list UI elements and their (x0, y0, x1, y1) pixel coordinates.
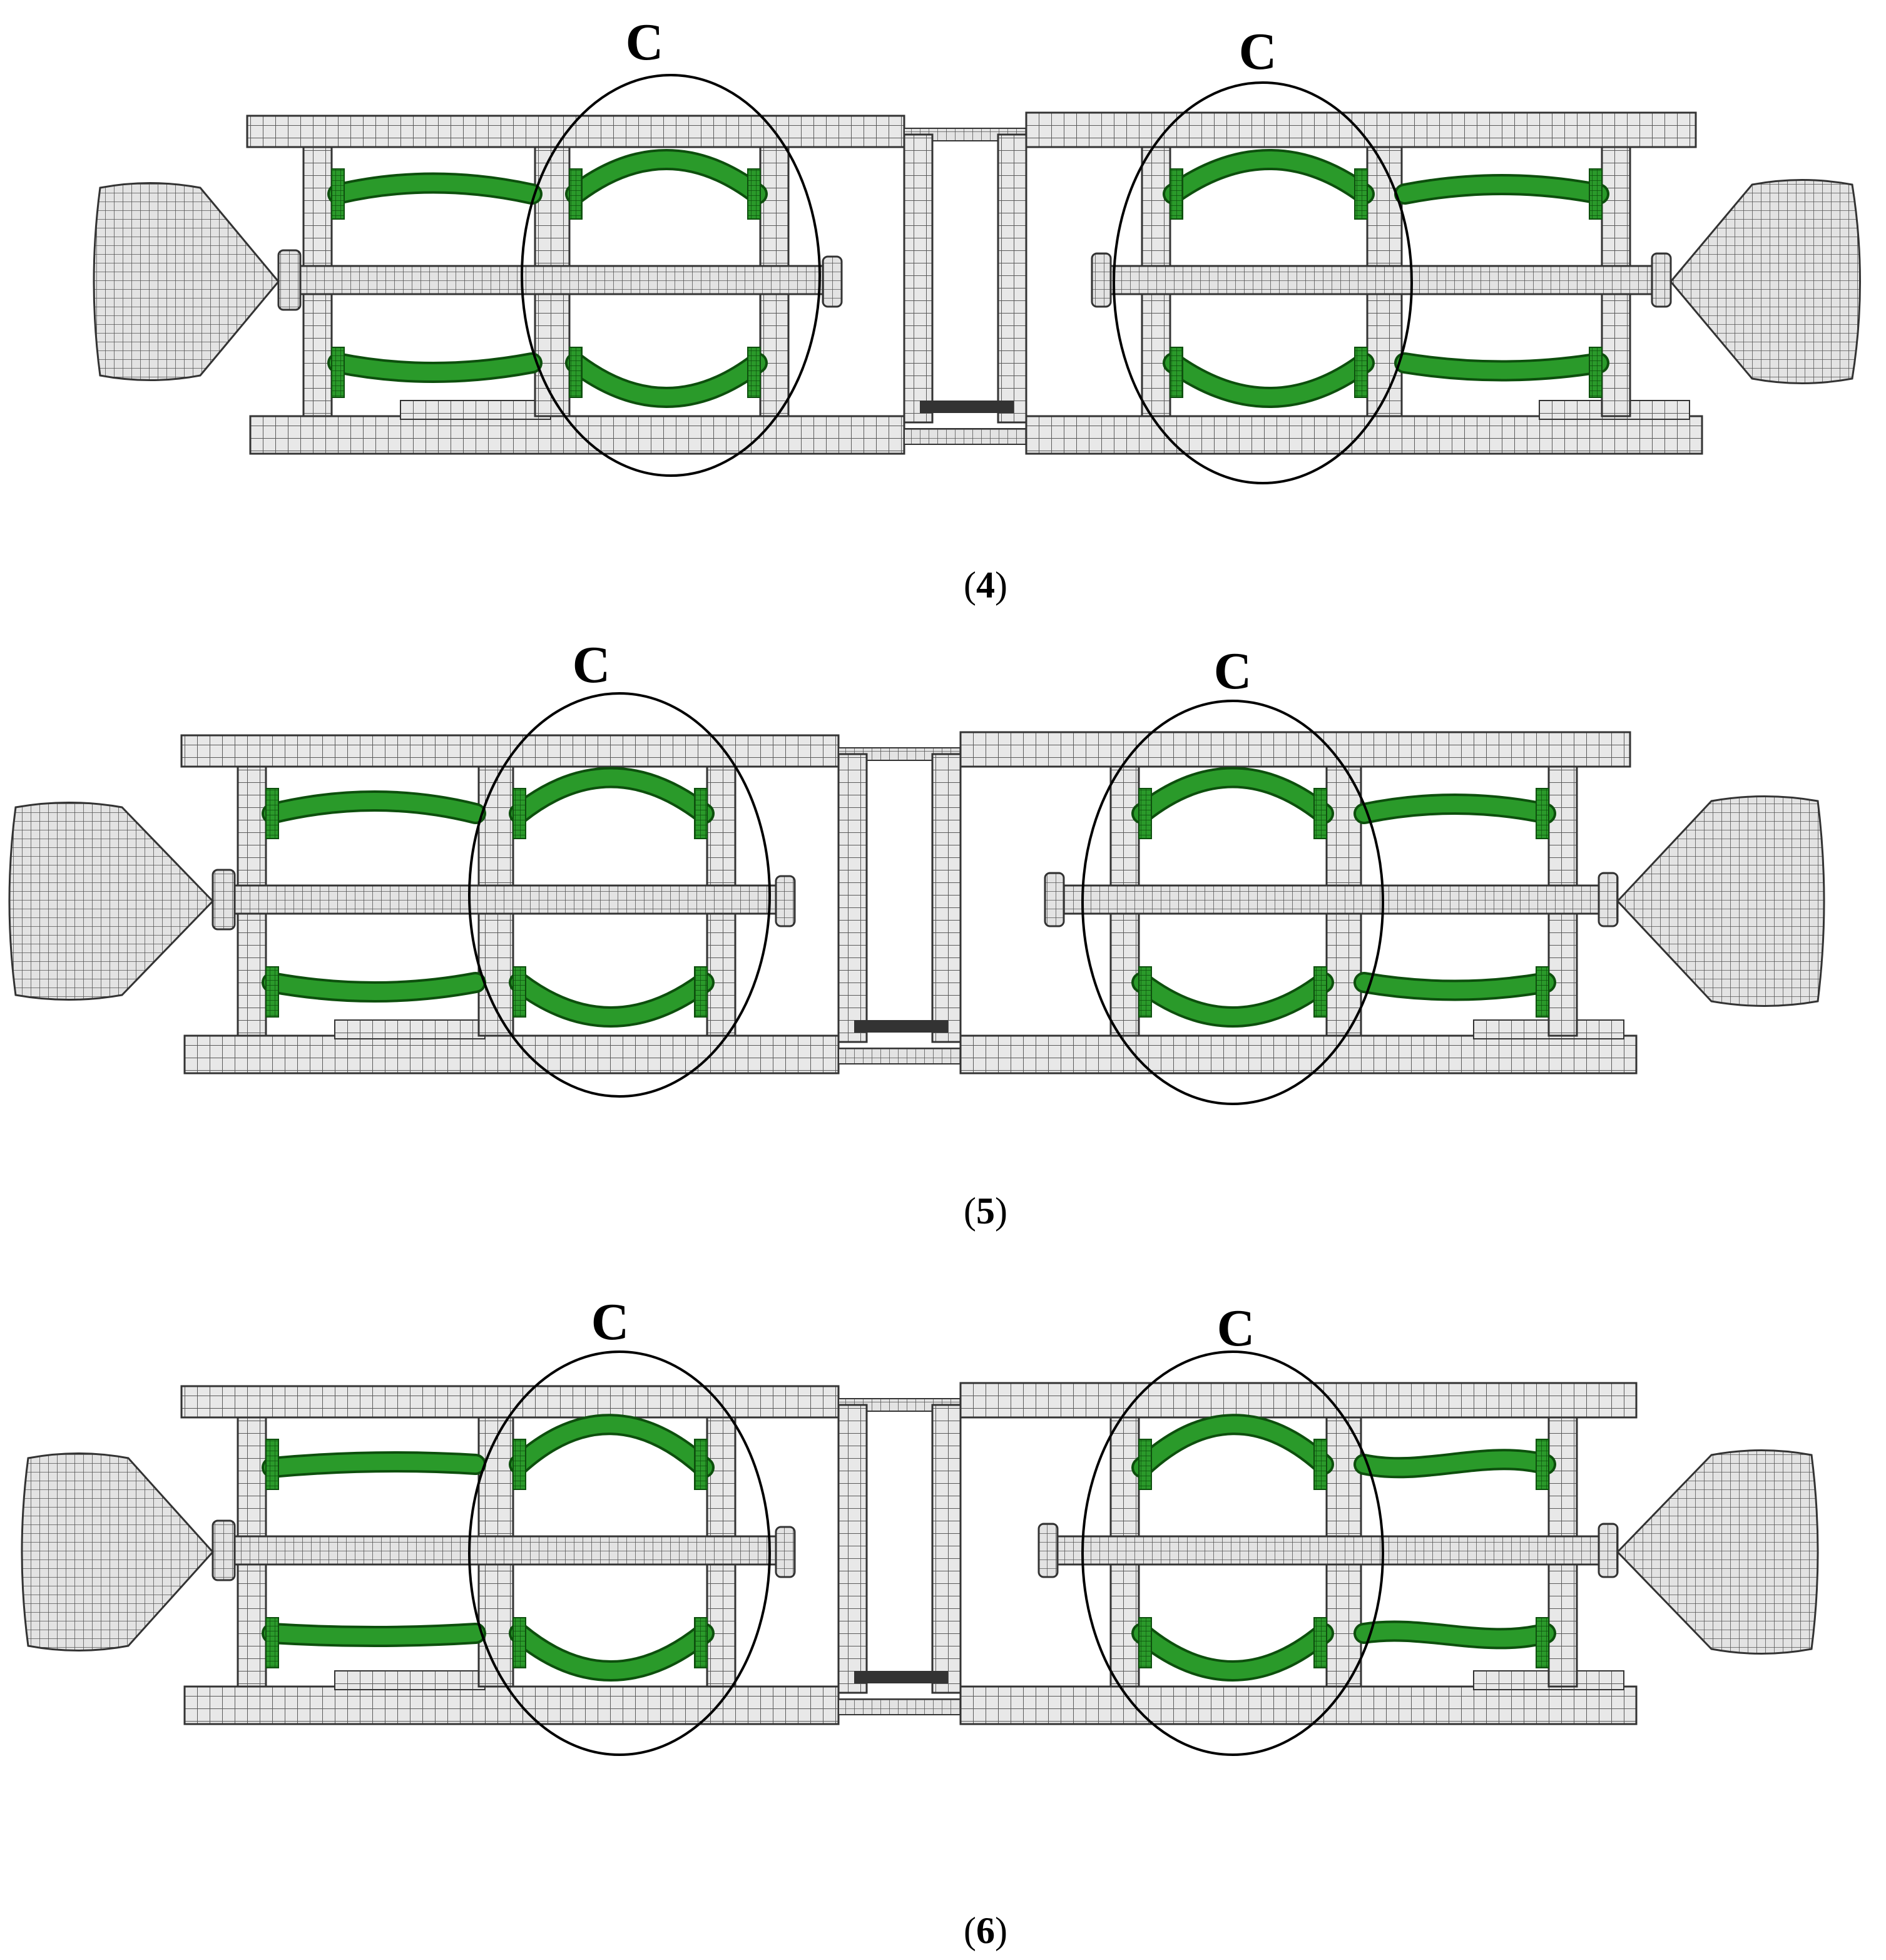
spring-elements (327, 149, 1609, 408)
panel-label-4: (4) (964, 564, 1007, 606)
guide-rods (233, 884, 1600, 915)
callout-label-right: C (1239, 23, 1277, 81)
top-frame (246, 111, 1697, 148)
callout-label-right: C (1214, 642, 1252, 700)
ellipse-callout-icon (468, 1350, 1384, 1756)
callout-label-left: C (573, 636, 611, 694)
cone-impactor-icon (93, 179, 1861, 384)
center-column (837, 1404, 962, 1694)
panel-6: C C (6) (21, 1293, 1819, 1951)
spring-mounts (331, 168, 1603, 398)
ellipse-callout-icon (468, 692, 1384, 1105)
bottom-frame (249, 400, 1703, 455)
hex-nut-icon (212, 1519, 1619, 1581)
center-column (837, 753, 962, 1043)
panel-label-6: (6) (964, 1910, 1007, 1951)
cone-impactor-icon (21, 1449, 1819, 1655)
callout-label-left: C (591, 1293, 630, 1351)
spring-mounts (265, 1439, 1549, 1668)
top-frame (180, 1382, 1638, 1419)
panel-5: C C (5) (8, 636, 1825, 1232)
spring-elements (262, 767, 1556, 1028)
spring-elements (262, 1414, 1556, 1682)
top-frame (180, 731, 1631, 768)
panel-4: C C (4) (93, 13, 1861, 606)
hex-nut-icon (277, 249, 1672, 311)
ellipse-callout-icon (521, 74, 1413, 484)
guide-rods (299, 265, 1653, 295)
center-column (903, 133, 1027, 424)
spring-mounts (265, 788, 1549, 1018)
callout-label-left: C (626, 13, 664, 71)
guide-rods (233, 1535, 1600, 1566)
cone-impactor-icon (8, 795, 1825, 1007)
hex-nut-icon (212, 869, 1619, 931)
panel-label-5: (5) (964, 1190, 1007, 1232)
callout-label-right: C (1217, 1299, 1255, 1357)
